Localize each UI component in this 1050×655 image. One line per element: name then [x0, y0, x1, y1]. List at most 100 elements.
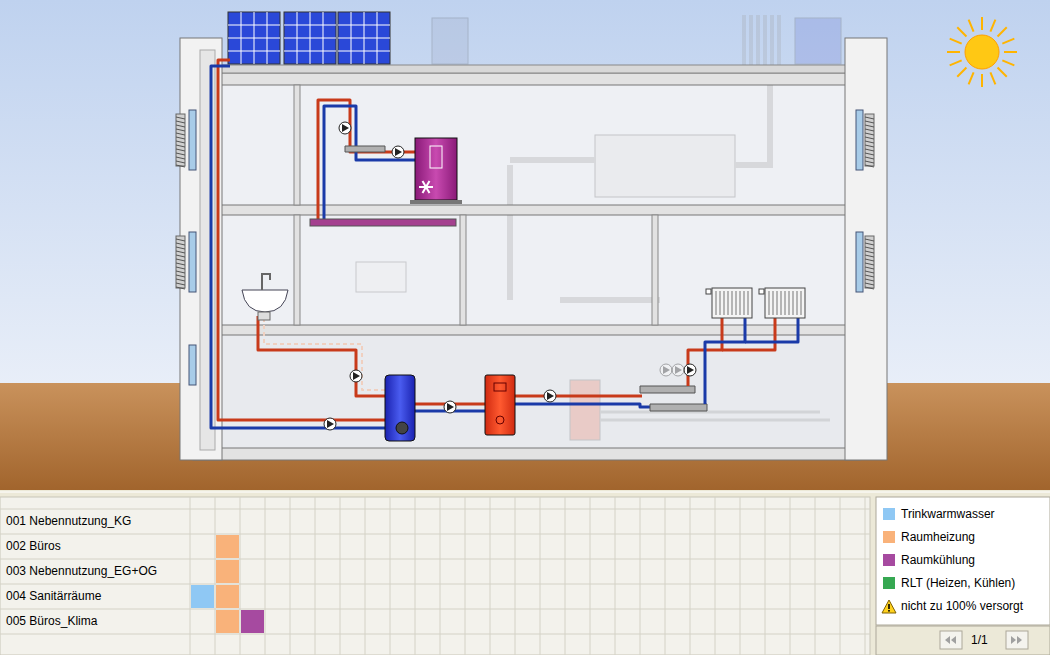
radiator-rib — [176, 279, 185, 281]
facade-radiator — [865, 236, 874, 289]
pump-body — [339, 122, 351, 134]
hot-water-pipe — [258, 316, 385, 396]
sun-disc — [965, 35, 999, 69]
radiator-valve — [759, 289, 764, 294]
radiator-rib — [865, 271, 874, 273]
radiator-rib — [865, 133, 874, 135]
radiator-rib — [865, 149, 874, 151]
zone-name: 004 Sanitärräume — [6, 589, 101, 603]
sun-ray — [957, 68, 966, 77]
pump-symbol — [544, 390, 556, 402]
window — [856, 110, 863, 170]
grid-column-line — [765, 497, 766, 655]
heating-return-pipe — [515, 404, 650, 407]
window — [856, 232, 863, 292]
pump-body — [350, 370, 362, 382]
radiator-rib — [176, 121, 185, 123]
legend-swatch — [883, 531, 895, 543]
radiator-rib — [716, 291, 717, 315]
radiator-body — [176, 114, 185, 166]
pump-symbol — [684, 364, 696, 376]
interior-wall — [294, 85, 300, 205]
sun-ray — [981, 17, 983, 30]
cooling-ceiling — [310, 219, 456, 226]
sun-ray — [990, 20, 995, 32]
panel-frame — [284, 12, 336, 64]
radiator-rib — [865, 287, 874, 289]
button-arrow — [1011, 636, 1016, 644]
radiator-rib — [865, 275, 874, 277]
legend-panel — [876, 497, 1050, 625]
zone-name: 003 Nebennutzung_EG+OG — [6, 564, 157, 578]
radiator-rib — [865, 121, 874, 123]
grid-column-line — [740, 497, 741, 655]
radiator-rib — [865, 161, 874, 163]
radiator-return-pipe — [745, 318, 798, 342]
grid-column-line — [540, 497, 541, 655]
radiator-rib — [865, 125, 874, 127]
panel-grid — [284, 38, 336, 39]
legend-text: RLT (Heizen, Kühlen) — [901, 576, 1015, 590]
grid-column-line — [865, 497, 866, 655]
warning-triangle — [882, 600, 896, 613]
pump-arrow — [327, 420, 334, 428]
chiller-panel — [430, 146, 442, 168]
grid-column-line — [615, 497, 616, 655]
grid-background — [0, 497, 870, 655]
sun-ray — [969, 20, 974, 32]
radiator-rib — [176, 141, 185, 143]
cooling-flow-pipe — [318, 100, 415, 222]
sun-ray — [950, 60, 962, 65]
radiator-rib — [176, 287, 185, 289]
radiator-rib — [865, 247, 874, 249]
grid-column-line — [840, 497, 841, 655]
pump-symbol — [672, 364, 684, 376]
building — [176, 12, 887, 460]
radiator-rib — [865, 129, 874, 131]
page-counter: 1/1 — [971, 633, 988, 647]
basement-interior — [193, 335, 860, 448]
panel-grid — [228, 51, 280, 52]
solar-return-pipe — [211, 66, 385, 428]
radiator-rib — [176, 263, 185, 265]
zone-name: 005 Büros_Klima — [6, 614, 97, 628]
zone-grid — [0, 497, 870, 655]
chiller — [415, 138, 457, 200]
sun-ray — [998, 27, 1007, 36]
wall-shaft — [200, 50, 215, 450]
faded-air-handler — [595, 135, 735, 197]
zone-name: 001 Nebennutzung_KG — [6, 514, 131, 528]
radiator-rib — [797, 291, 798, 315]
grid-column-line — [490, 497, 491, 655]
radiator-rib — [176, 133, 185, 135]
radiator-rib — [777, 291, 778, 315]
grid-column-line — [240, 497, 241, 655]
grid-row-line — [0, 534, 870, 535]
foundation-slab — [193, 448, 860, 460]
supply-cell — [191, 585, 214, 608]
radiator-rib — [865, 165, 874, 167]
right-wall — [845, 38, 887, 460]
radiator-rib — [865, 239, 874, 241]
radiator-rib — [865, 137, 874, 139]
grid-row-line — [0, 584, 870, 585]
zone-name: 002 Büros — [6, 539, 61, 553]
left-wall — [180, 38, 222, 460]
faded-fin — [770, 15, 774, 71]
sun-ray — [950, 39, 962, 44]
radiator-rib — [865, 255, 874, 257]
facade-radiator — [176, 236, 185, 289]
button-face — [1006, 631, 1028, 649]
radiator-body — [765, 288, 805, 318]
faded-pipe — [600, 412, 830, 420]
pump-arrow — [547, 392, 554, 400]
basement-window — [189, 345, 196, 385]
supply-cell — [216, 535, 239, 558]
pump-symbol — [350, 370, 362, 382]
radiator-rib — [865, 117, 874, 119]
bottom-panel — [0, 490, 1050, 655]
grid-column-line — [565, 497, 566, 655]
radiator-rib — [176, 251, 185, 253]
solar-flow-pipe — [218, 60, 385, 420]
solar-panel — [338, 12, 390, 64]
